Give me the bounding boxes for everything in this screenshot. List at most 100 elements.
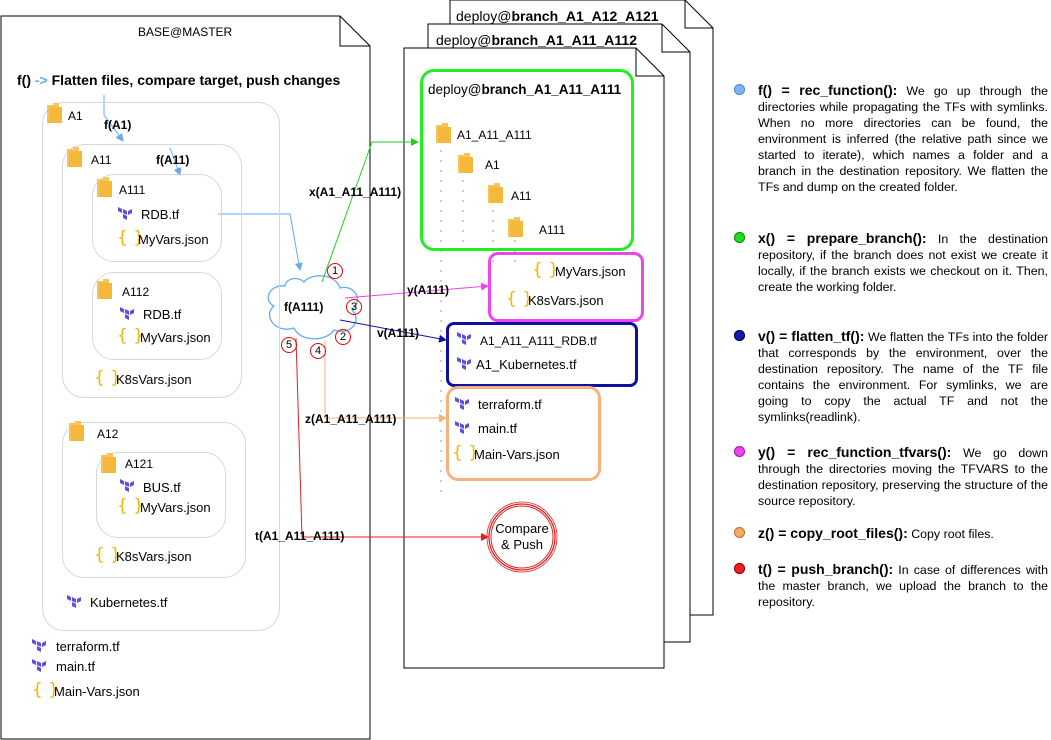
- terraform-icon: [67, 595, 81, 608]
- k8svars-file-label: K8sVars.json: [116, 549, 192, 564]
- rdb-file-label: RDB.tf: [143, 307, 182, 322]
- heading-text: Flatten files, compare target, push chan…: [51, 72, 341, 88]
- json-icon: { }: [117, 326, 145, 346]
- folder-icon: [69, 421, 84, 441]
- deploy-back-title: deploy@branch_A1_A12_A121: [456, 8, 659, 24]
- kubernetes-file-label: Kubernetes.tf: [90, 595, 168, 610]
- terraform-file-label: terraform.tf: [56, 639, 120, 654]
- legend-item-z: z() = copy_root_files(): Copy root files…: [734, 525, 1048, 542]
- group-a1: [42, 102, 280, 631]
- t-call-label: t(A1_A11_A111): [255, 529, 345, 543]
- terraform-file-label: terraform.tf: [478, 397, 542, 412]
- step-2-marker: 2: [335, 329, 351, 345]
- legend-name: f() = rec_function():: [758, 82, 898, 98]
- folder-a111-label: A111: [119, 183, 146, 197]
- legend-dot: [734, 330, 745, 341]
- folder-a121-label: A121: [125, 457, 154, 471]
- heading-fn: f(): [17, 72, 31, 88]
- legend-dot: [734, 527, 745, 538]
- terraform-icon: [118, 207, 132, 220]
- legend-item-y: y() = rec_function_tfvars(): We go down …: [734, 444, 1048, 509]
- step-5-marker: 5: [281, 337, 297, 353]
- folder-a12-label: A12: [97, 427, 119, 441]
- group-a111: [92, 174, 222, 262]
- folder-a1-label: A1: [68, 109, 83, 123]
- legend-name: t() = push_branch():: [758, 561, 894, 577]
- json-icon: { }: [117, 228, 145, 248]
- json-icon: { }: [32, 680, 60, 700]
- step-4-marker: 4: [310, 343, 326, 359]
- kube-flat-file-label: A1_Kubernetes.tf: [476, 357, 577, 372]
- step-1-marker: 1: [327, 263, 343, 279]
- terraform-icon: [457, 332, 471, 345]
- legend-name: v() = flatten_tf():: [758, 328, 865, 344]
- base-document-shape: [0, 15, 371, 740]
- base-heading: f() -> Flatten files, compare target, pu…: [17, 72, 340, 88]
- compare-push-label: Compare & Push: [495, 521, 549, 552]
- folder-icon: [458, 153, 473, 173]
- rdb-file-label: RDB.tf: [141, 207, 180, 222]
- deploy-mid-branch: branch_A1_A11_A112: [491, 32, 638, 48]
- folder-icon: [97, 177, 112, 197]
- terraform-icon: [120, 479, 134, 492]
- folder-icon: [436, 123, 451, 143]
- legend-name: z() = copy_root_files():: [758, 525, 908, 541]
- mainvars-file-label: Main-Vars.json: [54, 684, 140, 699]
- legend-dot: [734, 563, 745, 574]
- legend-item-v: v() = flatten_tf(): We flatten the TFs i…: [734, 328, 1048, 425]
- rdb-flat-file-label: A1_A11_A111_RDB.tf: [480, 334, 597, 348]
- json-icon: { }: [94, 545, 122, 565]
- cloud-label: f(A111): [284, 300, 324, 314]
- deploy-mid-title: deploy@branch_A1_A11_A112: [436, 32, 637, 48]
- tfvars-highlight: [488, 252, 644, 322]
- terraform-icon: [455, 421, 469, 434]
- myvars-file-label: MyVars.json: [140, 500, 211, 515]
- k8svars-file-label: K8sVars.json: [528, 293, 604, 308]
- group-a12: [62, 422, 246, 578]
- legend-name: x() = prepare_branch():: [758, 230, 927, 246]
- step-3-marker: 3: [346, 299, 362, 315]
- flatten-highlight: [446, 322, 638, 387]
- deploy-back-branch: branch_A1_A12_A121: [511, 8, 659, 24]
- terraform-icon: [32, 659, 46, 672]
- myvars-file-label: MyVars.json: [140, 330, 211, 345]
- folder-icon: [97, 279, 112, 299]
- folder-a11-label: A11: [91, 153, 112, 167]
- base-title: BASE@MASTER: [138, 25, 233, 39]
- folder-icon: [488, 183, 503, 203]
- deploy-front-branch: branch_A1_A11_A111: [481, 82, 622, 97]
- deploy-front-prefix: deploy@: [428, 82, 482, 97]
- legend-dot: [734, 84, 745, 95]
- z-call-label: z(A1_A11_A111): [305, 412, 397, 426]
- json-icon: { }: [532, 260, 560, 280]
- folder-icon: [508, 217, 523, 237]
- folder-a1-label: A1: [485, 158, 500, 172]
- group-a112: [92, 272, 222, 360]
- deploy-front-document-shape: [403, 47, 665, 669]
- heading-arrow: ->: [34, 72, 48, 88]
- legend-text: We go up through the directories while p…: [758, 84, 1048, 194]
- folder-a112-label: A112: [122, 285, 150, 299]
- main-file-label: main.tf: [56, 659, 96, 674]
- y-call-label: y(A111): [407, 283, 450, 297]
- bus-file-label: BUS.tf: [143, 480, 181, 495]
- legend-text: We flatten the TFs into the folder that …: [758, 330, 1048, 424]
- legend-text: In case of differences with the master b…: [758, 563, 1048, 609]
- terraform-icon: [455, 397, 469, 410]
- k8svars-file-label: K8sVars.json: [116, 372, 192, 387]
- cloud-shape: [267, 275, 358, 340]
- folder-icon: [47, 103, 62, 123]
- legend-item-x: x() = prepare_branch(): In the destinati…: [734, 230, 1048, 295]
- myvars-file-label: MyVars.json: [555, 264, 626, 279]
- json-icon: { }: [452, 443, 480, 463]
- folder-a111-label: A111: [539, 223, 566, 237]
- group-a121: [96, 452, 226, 538]
- json-icon: { }: [117, 496, 145, 516]
- f-a11-label: f(A11): [156, 153, 190, 167]
- terraform-icon: [32, 639, 46, 652]
- x-call-label: x(A1_A11_A111): [309, 185, 402, 199]
- legend-dot: [734, 232, 745, 243]
- legend-name: y() = rec_function_tfvars():: [758, 444, 952, 460]
- deploy-back-prefix: deploy@: [456, 8, 512, 24]
